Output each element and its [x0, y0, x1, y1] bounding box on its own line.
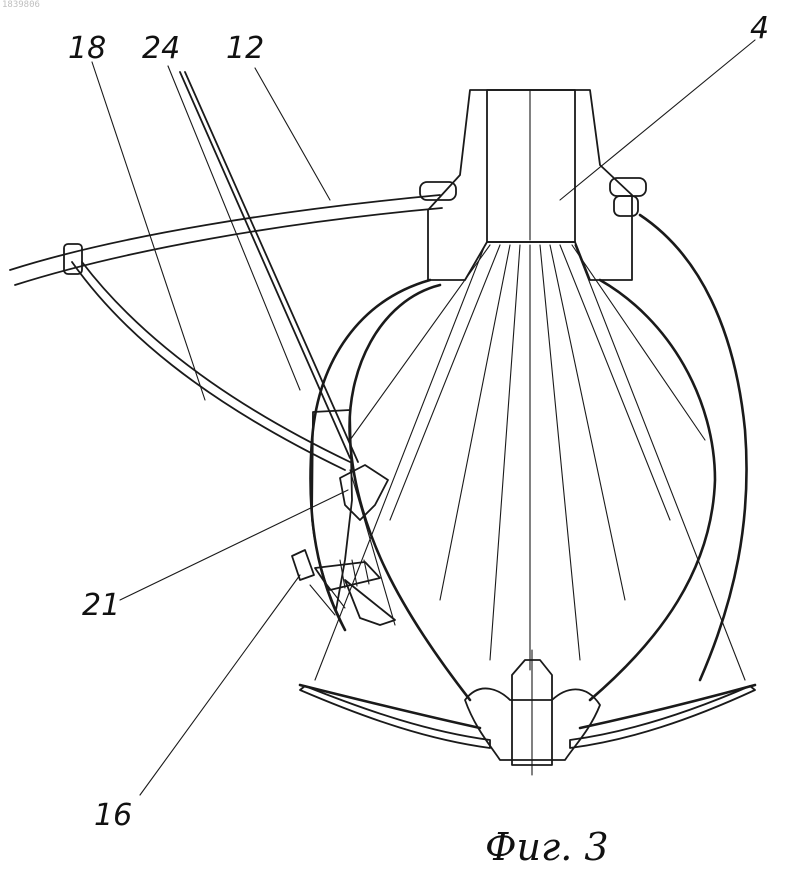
label-24: 24	[142, 31, 180, 66]
figure-caption: Фиг. 3	[485, 825, 609, 869]
leader-16	[140, 575, 300, 795]
seal-right	[610, 178, 646, 216]
outer-housing-right	[640, 215, 747, 680]
wall-insert-lower	[345, 580, 395, 625]
inner-bowl-right	[590, 280, 715, 700]
label-12: 12	[226, 31, 264, 66]
outer-housing	[310, 280, 430, 630]
leader-21	[120, 490, 348, 600]
spray-cone	[315, 245, 745, 680]
bottom-plate	[300, 685, 755, 728]
pipe-18	[72, 262, 350, 470]
leader-12	[255, 68, 330, 200]
bottom-plate-lower	[300, 686, 490, 748]
rod-24	[180, 72, 395, 625]
leader-18	[92, 62, 205, 400]
label-18: 18	[68, 31, 106, 66]
label-21: 21	[82, 588, 120, 623]
leader-4	[560, 40, 755, 200]
wall-insert	[312, 410, 352, 630]
label-4: 4	[750, 11, 769, 46]
nozzle-bore	[487, 90, 575, 242]
bottom-plate-lower-right	[570, 686, 755, 748]
inner-bowl	[350, 285, 470, 700]
label-16: 16	[94, 798, 132, 833]
